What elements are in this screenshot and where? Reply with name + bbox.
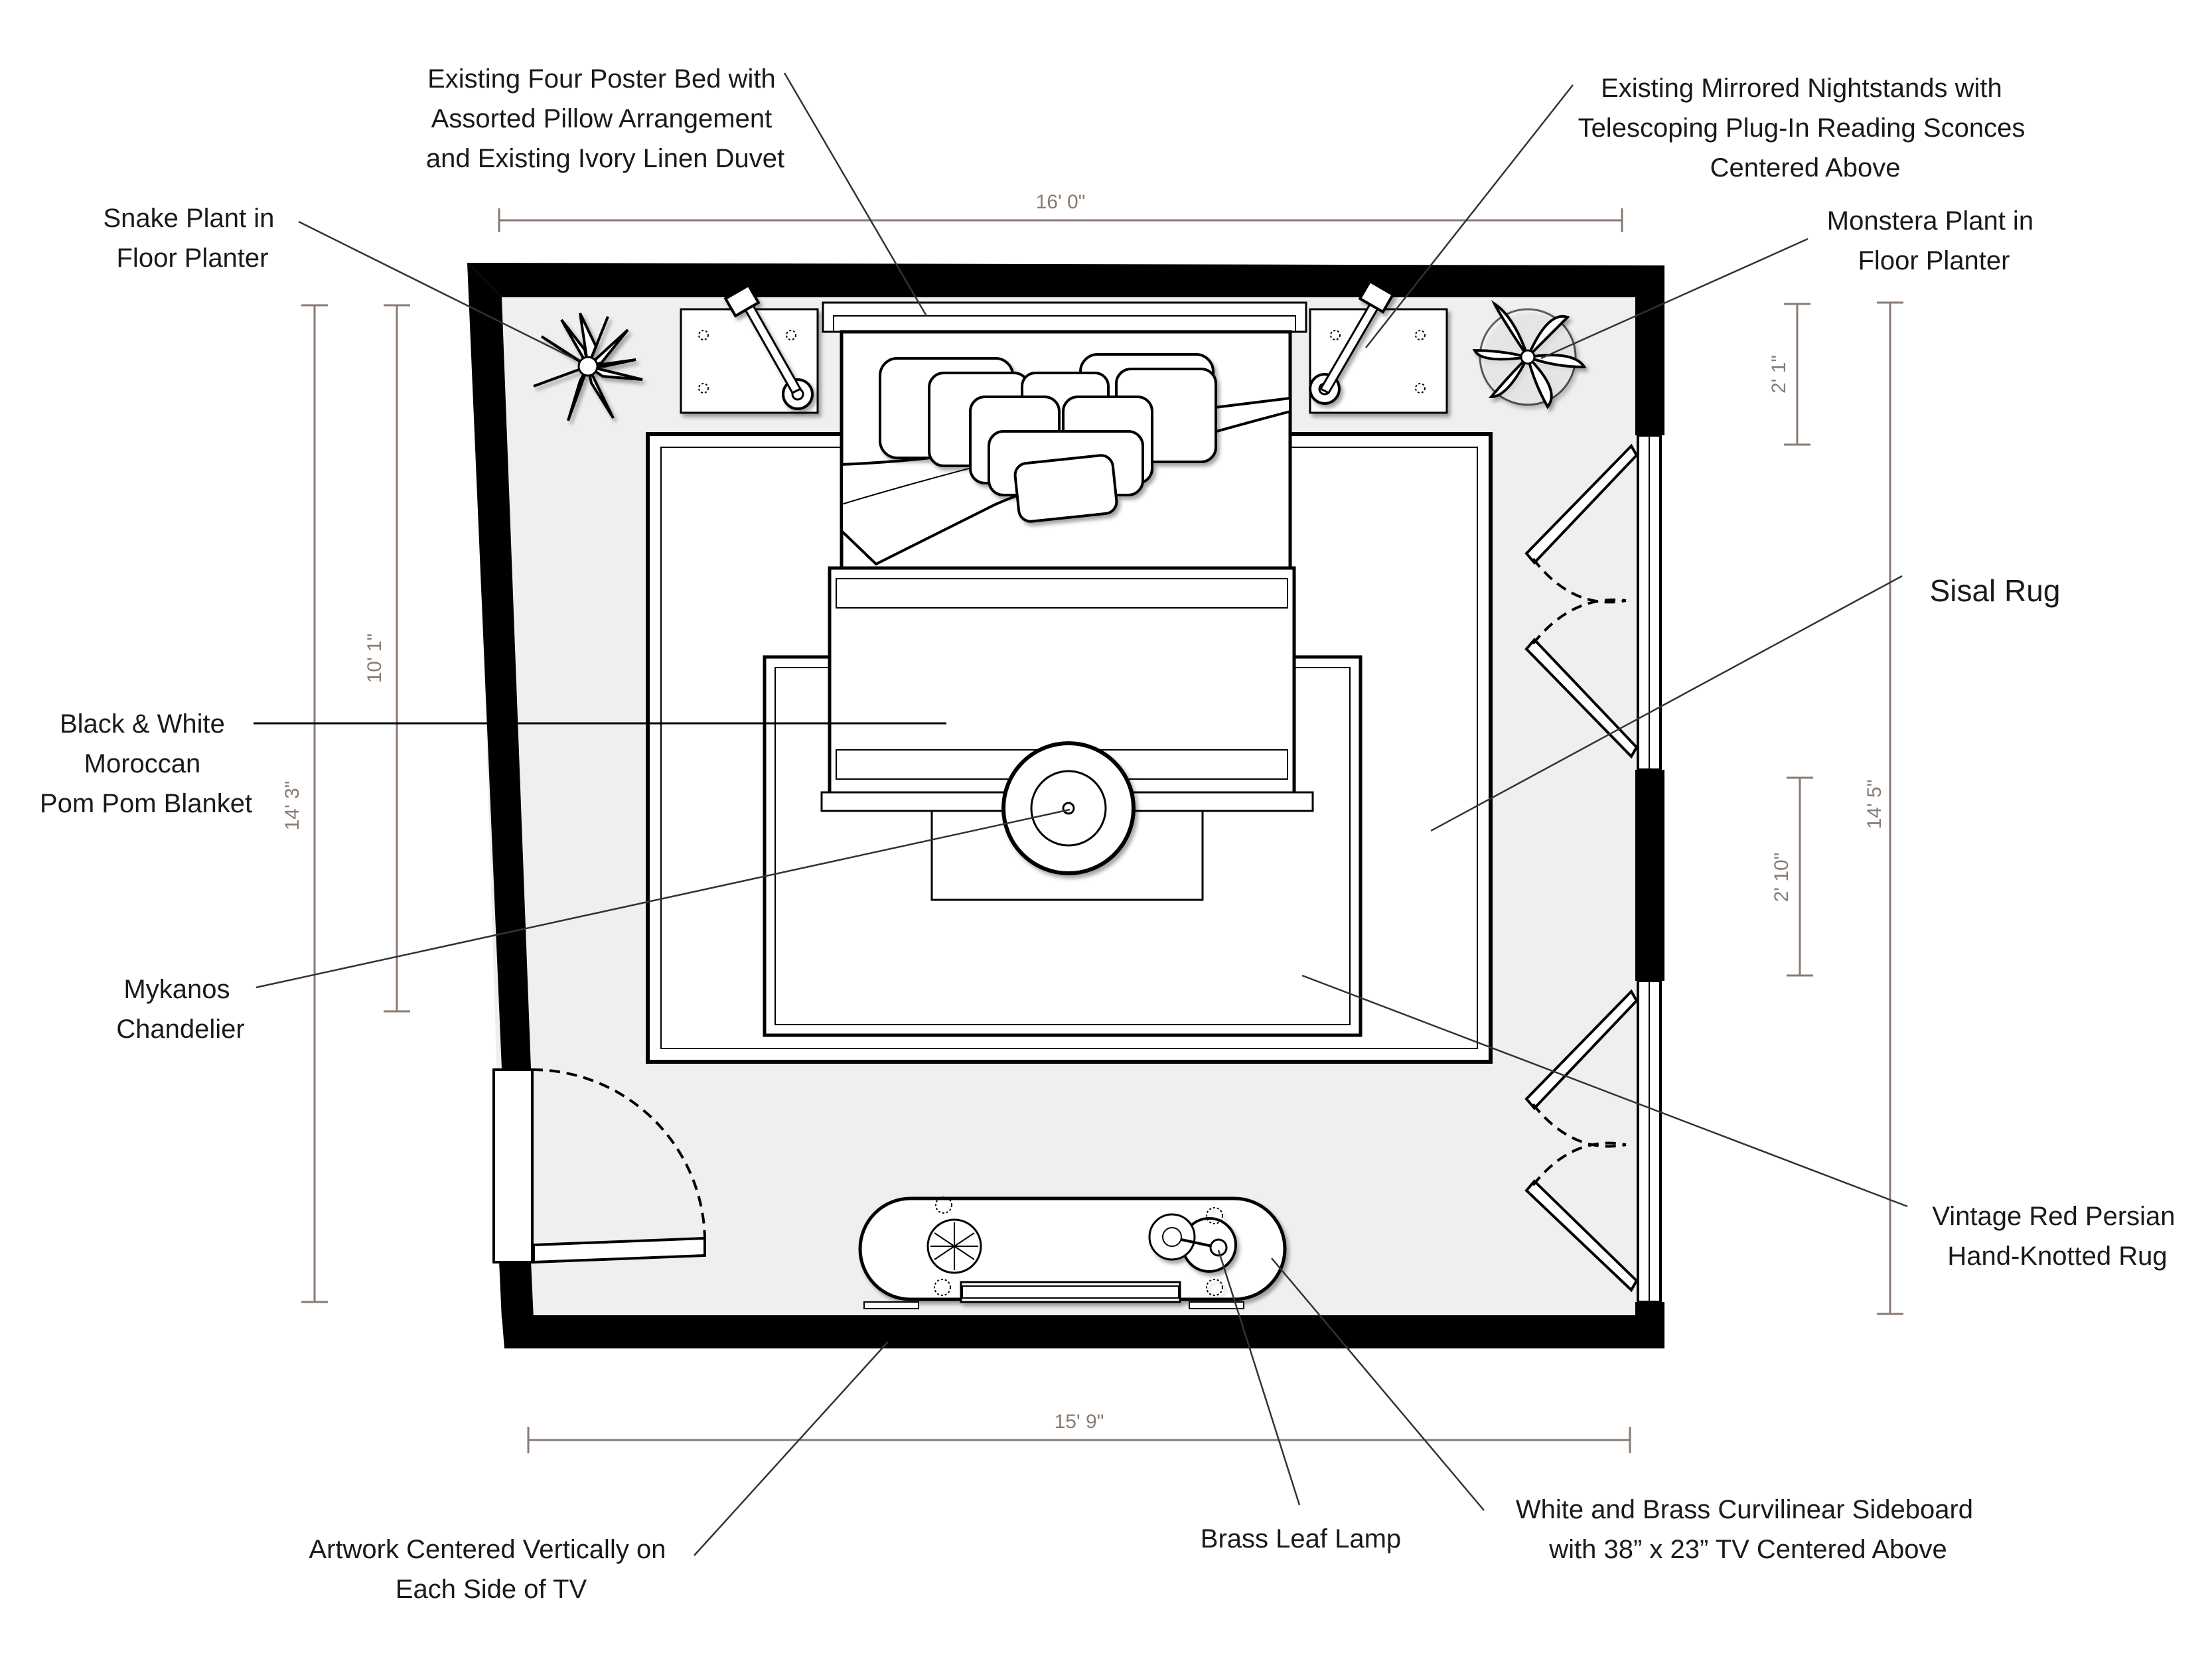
dim-left-inner: 10' 1" [364,304,410,1013]
decor-bowl [926,1196,982,1296]
dim-bottom: 15' 9" [527,1411,1631,1453]
dim-right-outer-label: 14' 5" [1864,780,1885,830]
bed [822,301,1307,573]
leader-snake-plant [298,220,574,360]
wall-bottom [502,1315,1664,1348]
label-snake-plant: Snake Plant in Floor Planter [103,204,281,273]
sconce-right [1309,279,1395,405]
window-lower [1637,979,1662,1303]
dim-left-outer-label: 14' 3" [281,781,303,831]
dim-right-outer: 14' 5" [1864,301,1903,1315]
label-lamp: Brass Leaf Lamp [1201,1524,1401,1553]
dim-right-lower: 2' 10" [1771,776,1813,977]
leader-sideboard [1271,1258,1485,1511]
label-nightstands: Existing Mirrored Nightstands with Teles… [1578,74,2033,182]
tv [962,1285,1179,1299]
brass-leaf-lamp [1148,1207,1237,1296]
dim-bottom-label: 15' 9" [1055,1411,1104,1433]
wall-left-lower [499,1261,534,1319]
sconce-left [723,283,814,410]
label-chandelier: Mykanos Chandelier [116,975,244,1044]
label-blanket: Black & White Moroccan Pom Pom Blanket [40,709,252,818]
dim-right-upper: 2' 1" [1768,303,1810,446]
dim-right-upper-label: 2' 1" [1768,355,1790,394]
dim-top: 16' 0" [498,191,1623,232]
wall-right-mid [1635,770,1664,981]
leader-bed [783,72,928,317]
leader-artwork [694,1341,889,1556]
label-persian-rug: Vintage Red Persian Hand-Knotted Rug [1932,1202,2182,1271]
label-sideboard: White and Brass Curvilinear Sideboard wi… [1516,1495,1980,1564]
artwork-left [863,1301,919,1309]
dim-left-inner-label: 10' 1" [364,634,386,684]
wall-left [467,263,531,1068]
window-swing-upper [1524,443,1639,759]
entry-door [492,1068,706,1264]
label-bed: Existing Four Poster Bed with Assorted P… [426,64,784,173]
window-upper [1637,434,1662,771]
leader-nightstands [1365,84,1574,348]
leader-chandelier [256,808,1070,989]
artwork-right [1189,1301,1244,1309]
label-monstera: Monstera Plant in Floor Planter [1827,206,2041,275]
dim-left-outer: 14' 3" [281,304,328,1303]
leader-monstera [1540,238,1808,360]
label-artwork: Artwork Centered Vertically on Each Side… [309,1535,673,1604]
monstera-plant [1472,300,1587,409]
snake-plant [533,313,643,421]
wall-right-top [1635,265,1664,435]
wall-top [467,263,1664,297]
wall-right-bottom [1635,1302,1664,1348]
chandelier [1001,741,1136,875]
dim-right-lower-label: 2' 10" [1771,853,1793,902]
label-sisal-rug: Sisal Rug [1930,573,2061,608]
leader-lamp [1217,1250,1301,1506]
dim-top-label: 16' 0" [1036,191,1086,213]
leader-persian-rug [1301,974,1908,1208]
leader-sisal-rug [1430,575,1903,832]
window-swing-lower [1524,989,1639,1293]
